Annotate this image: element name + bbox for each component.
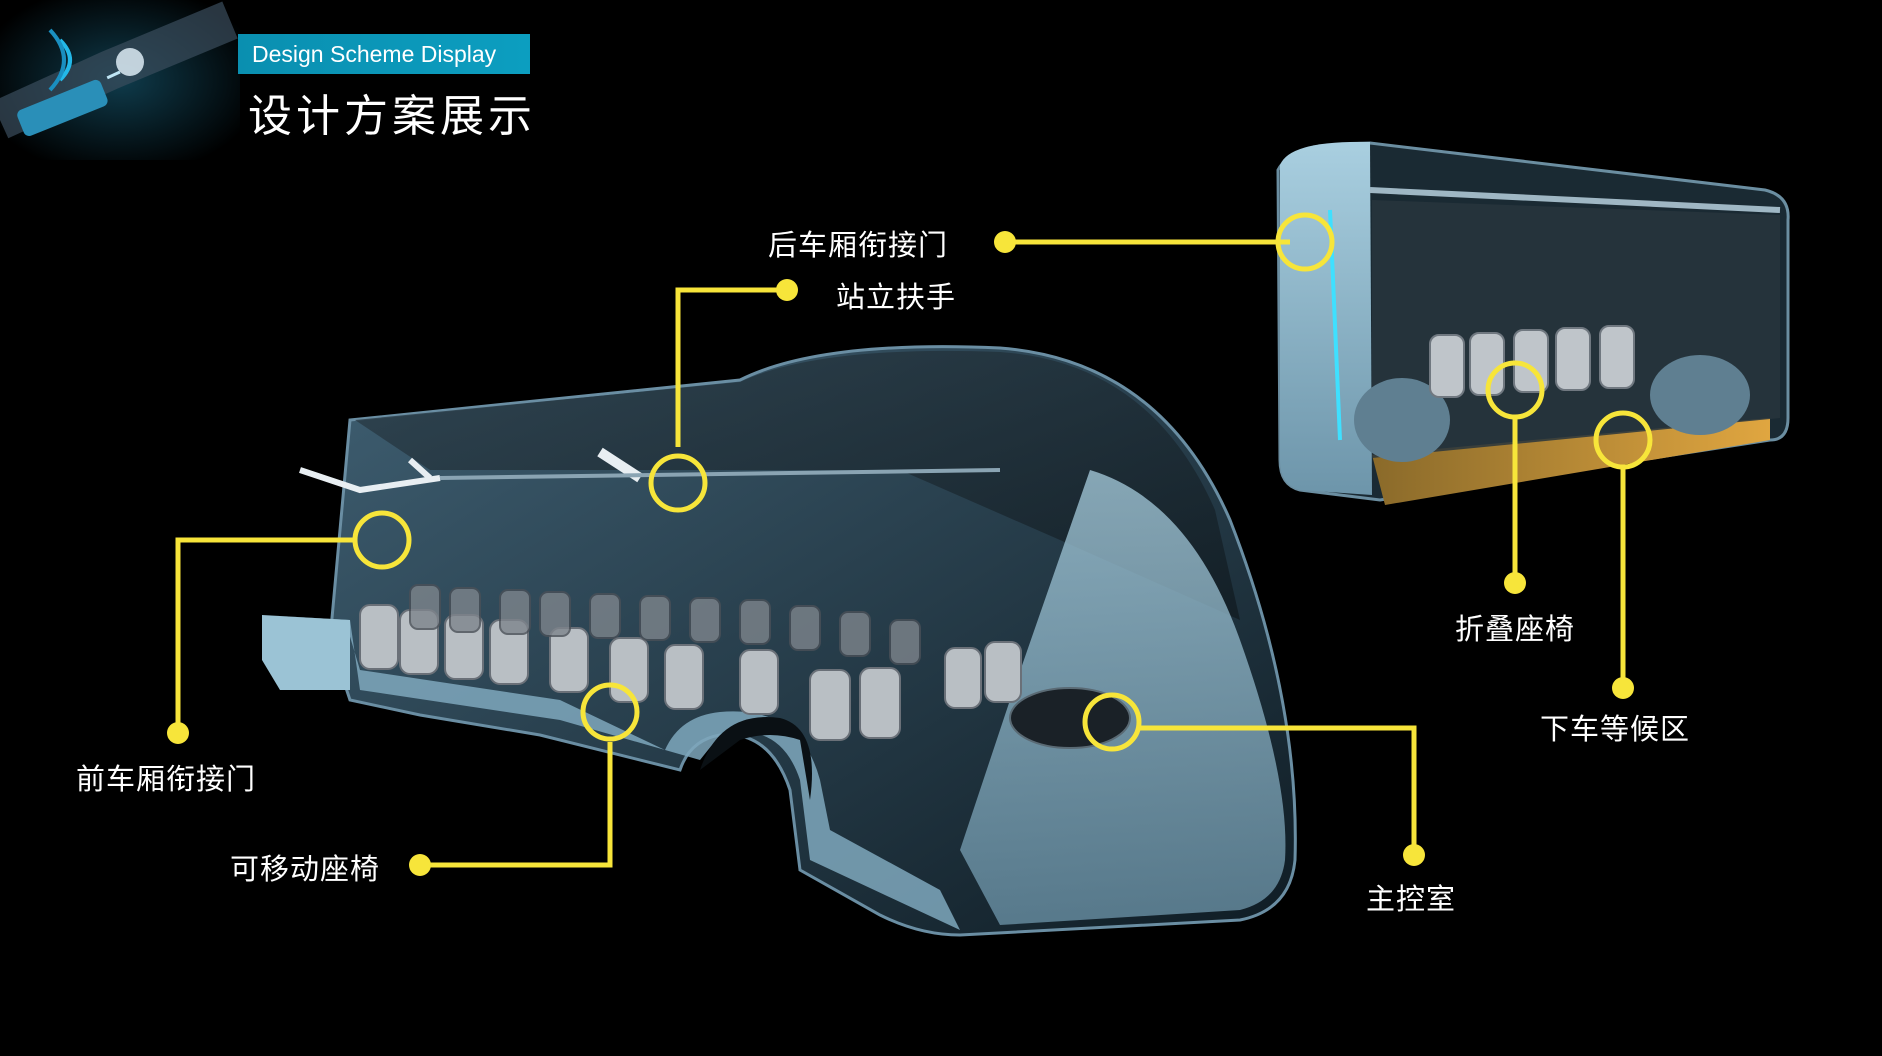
page-title: 设计方案展示 [248,91,536,142]
callout-front-car-door: 前车厢衔接门 [76,762,257,796]
callout-standing-handrail: 站立扶手 [836,280,957,314]
callout-main-control-room: 主控室 [1366,882,1457,916]
english-title-tag: Design Scheme Display [238,34,530,74]
callout-alighting-waiting-area: 下车等候区 [1540,712,1691,746]
callout-rear-car-door: 后车厢衔接门 [768,228,949,262]
callout-folding-seat: 折叠座椅 [1455,612,1576,646]
corner-vehicle-graphic [0,0,240,160]
callout-movable-seat: 可移动座椅 [230,852,381,886]
